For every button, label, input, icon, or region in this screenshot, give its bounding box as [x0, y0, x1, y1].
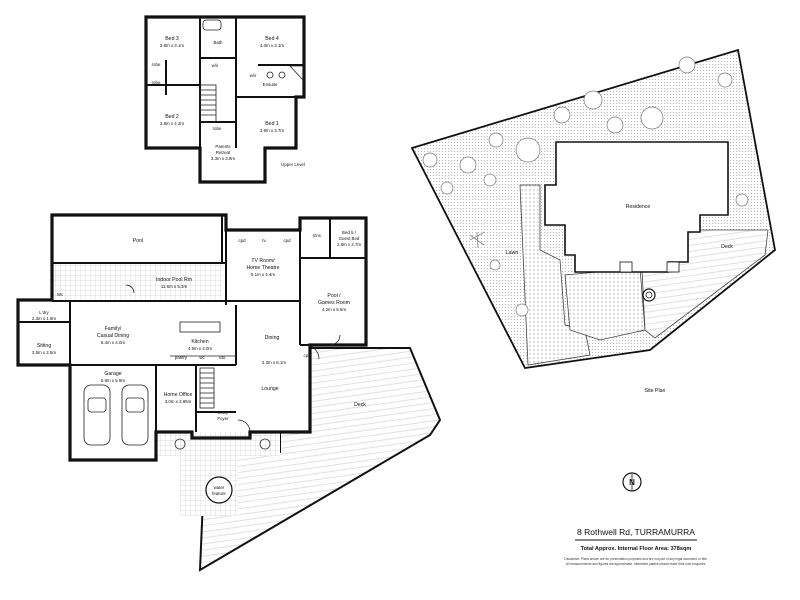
bath-name: Bath — [213, 40, 223, 45]
residence-label: Residence — [626, 204, 651, 210]
compass-icon: N — [622, 472, 642, 492]
bed1-name: Bed 1 — [265, 121, 279, 127]
sitting-size: 3.5m x 2.5m — [32, 350, 56, 355]
robe-label: robe — [152, 62, 161, 67]
parents-name2: Retreat — [216, 150, 231, 155]
cpd-label: cpd — [238, 238, 246, 243]
sitting-name: Sitting — [37, 343, 52, 349]
cpd-label-2: cpd — [283, 238, 291, 243]
deck-name: Deck — [354, 402, 366, 408]
tv-room-size: 5.1m x 4.4m — [251, 272, 275, 277]
pool-name: Pool — [133, 238, 143, 244]
games-name: Pool / — [327, 293, 341, 299]
bed3-name: Bed 3 — [165, 36, 179, 42]
games-name-2: Games Room — [318, 300, 350, 306]
garage-name: Garage — [104, 371, 121, 377]
disclaimer-line-2: All measurements and figures are approxi… — [566, 562, 706, 566]
ens-label: Ens — [313, 233, 321, 238]
dining-name: Dining — [265, 335, 280, 341]
ensuite-name: Ensuite — [263, 82, 278, 87]
indoor-pool-name: Indoor Pool Rm — [156, 277, 192, 283]
kitchen-name: Kitchen — [191, 339, 208, 345]
family-name-2: Casual Dining — [97, 333, 129, 339]
cpd-label-3: cpd — [303, 353, 311, 358]
water-feature-name: water — [214, 485, 225, 490]
bed5-name-2: Guest Bed — [339, 236, 360, 241]
water-feature-name-2: feature — [212, 491, 226, 496]
bed2-name: Bed 2 — [165, 114, 179, 120]
lounge-size: 4.3m x 6.1m — [262, 360, 286, 365]
upper-level-caption: Upper Level — [281, 162, 305, 167]
bed1-size: 3.9m x 3.7m — [260, 128, 284, 133]
floor-area: Total Approx. Internal Floor Area: 378sq… — [581, 546, 692, 552]
parents-name: Parents — [215, 144, 231, 149]
robe-label-2: robe — [152, 80, 161, 85]
bed4-size: 4.0m x 3.1m — [260, 43, 284, 48]
address: 8 Rothwell Rd, TURRAMURRA — [577, 527, 695, 537]
disclaimer-line-1: Disclaimer: Plans shown are for presenta… — [564, 557, 707, 561]
ground-level-plan: Pool Indoor Pool Rm 11.6m x 5.3m TV Room… — [16, 213, 442, 572]
title-block: 8 Rothwell Rd, TURRAMURRA Total Approx. … — [564, 527, 707, 566]
wir-label: w/ir — [212, 63, 219, 68]
office-size: 3.0m x 3.85m — [165, 399, 192, 404]
tv-room-name: TV Room/ — [251, 258, 275, 264]
tv-label: tv — [262, 238, 266, 243]
bed4-name: Bed 4 — [265, 36, 279, 42]
bed2-size: 3.8m x 4.2m — [160, 121, 184, 126]
family-name: Family/ — [105, 326, 122, 332]
upper-level-plan: Bed 3 3.8m x 3.1m Bath Bed 4 4.0m x 3.1m… — [144, 15, 306, 184]
bed3-size: 3.8m x 3.1m — [160, 43, 184, 48]
games-size: 4.2m x 5.5m — [322, 307, 346, 312]
pantry-label: pantry — [175, 355, 188, 360]
kitchen-size: 4.9m x 4.0m — [188, 346, 212, 351]
lounge-name: Lounge — [261, 386, 278, 392]
wc-label: Wc — [57, 292, 64, 297]
wc2-label: wc — [199, 355, 205, 360]
parents-size: 3.3m x 3.8m — [211, 156, 235, 161]
entry-name: Entry — [218, 410, 229, 415]
site-plan: Residence Lawn Deck Site Plan — [410, 48, 776, 394]
entry-name-2: Foyer — [217, 416, 229, 421]
office-name: Home Office — [164, 392, 193, 398]
tv-room-name-2: Home Theatre — [246, 265, 279, 271]
bed5-size: 2.8m x 2.7m — [337, 242, 361, 247]
compass-letter: N — [629, 478, 635, 487]
site-plan-caption: Site Plan — [645, 388, 666, 394]
laundry-size: 2.3m x 1.9m — [32, 316, 56, 321]
garage-size: 5.8m x 5.9m — [101, 378, 125, 383]
sto-label: Sto — [219, 355, 226, 360]
robe-label-3: robe — [213, 126, 222, 131]
family-size: 6.4m x 4.0m — [101, 340, 125, 345]
site-deck-label: Deck — [721, 244, 733, 250]
laundry-name: L'dry — [39, 310, 49, 315]
bed5-name: Bed 5 / — [342, 230, 357, 235]
indoor-pool-size: 11.6m x 5.3m — [161, 284, 188, 289]
lawn-label: Lawn — [506, 250, 519, 256]
wir-label-2: w/ir — [250, 73, 257, 78]
